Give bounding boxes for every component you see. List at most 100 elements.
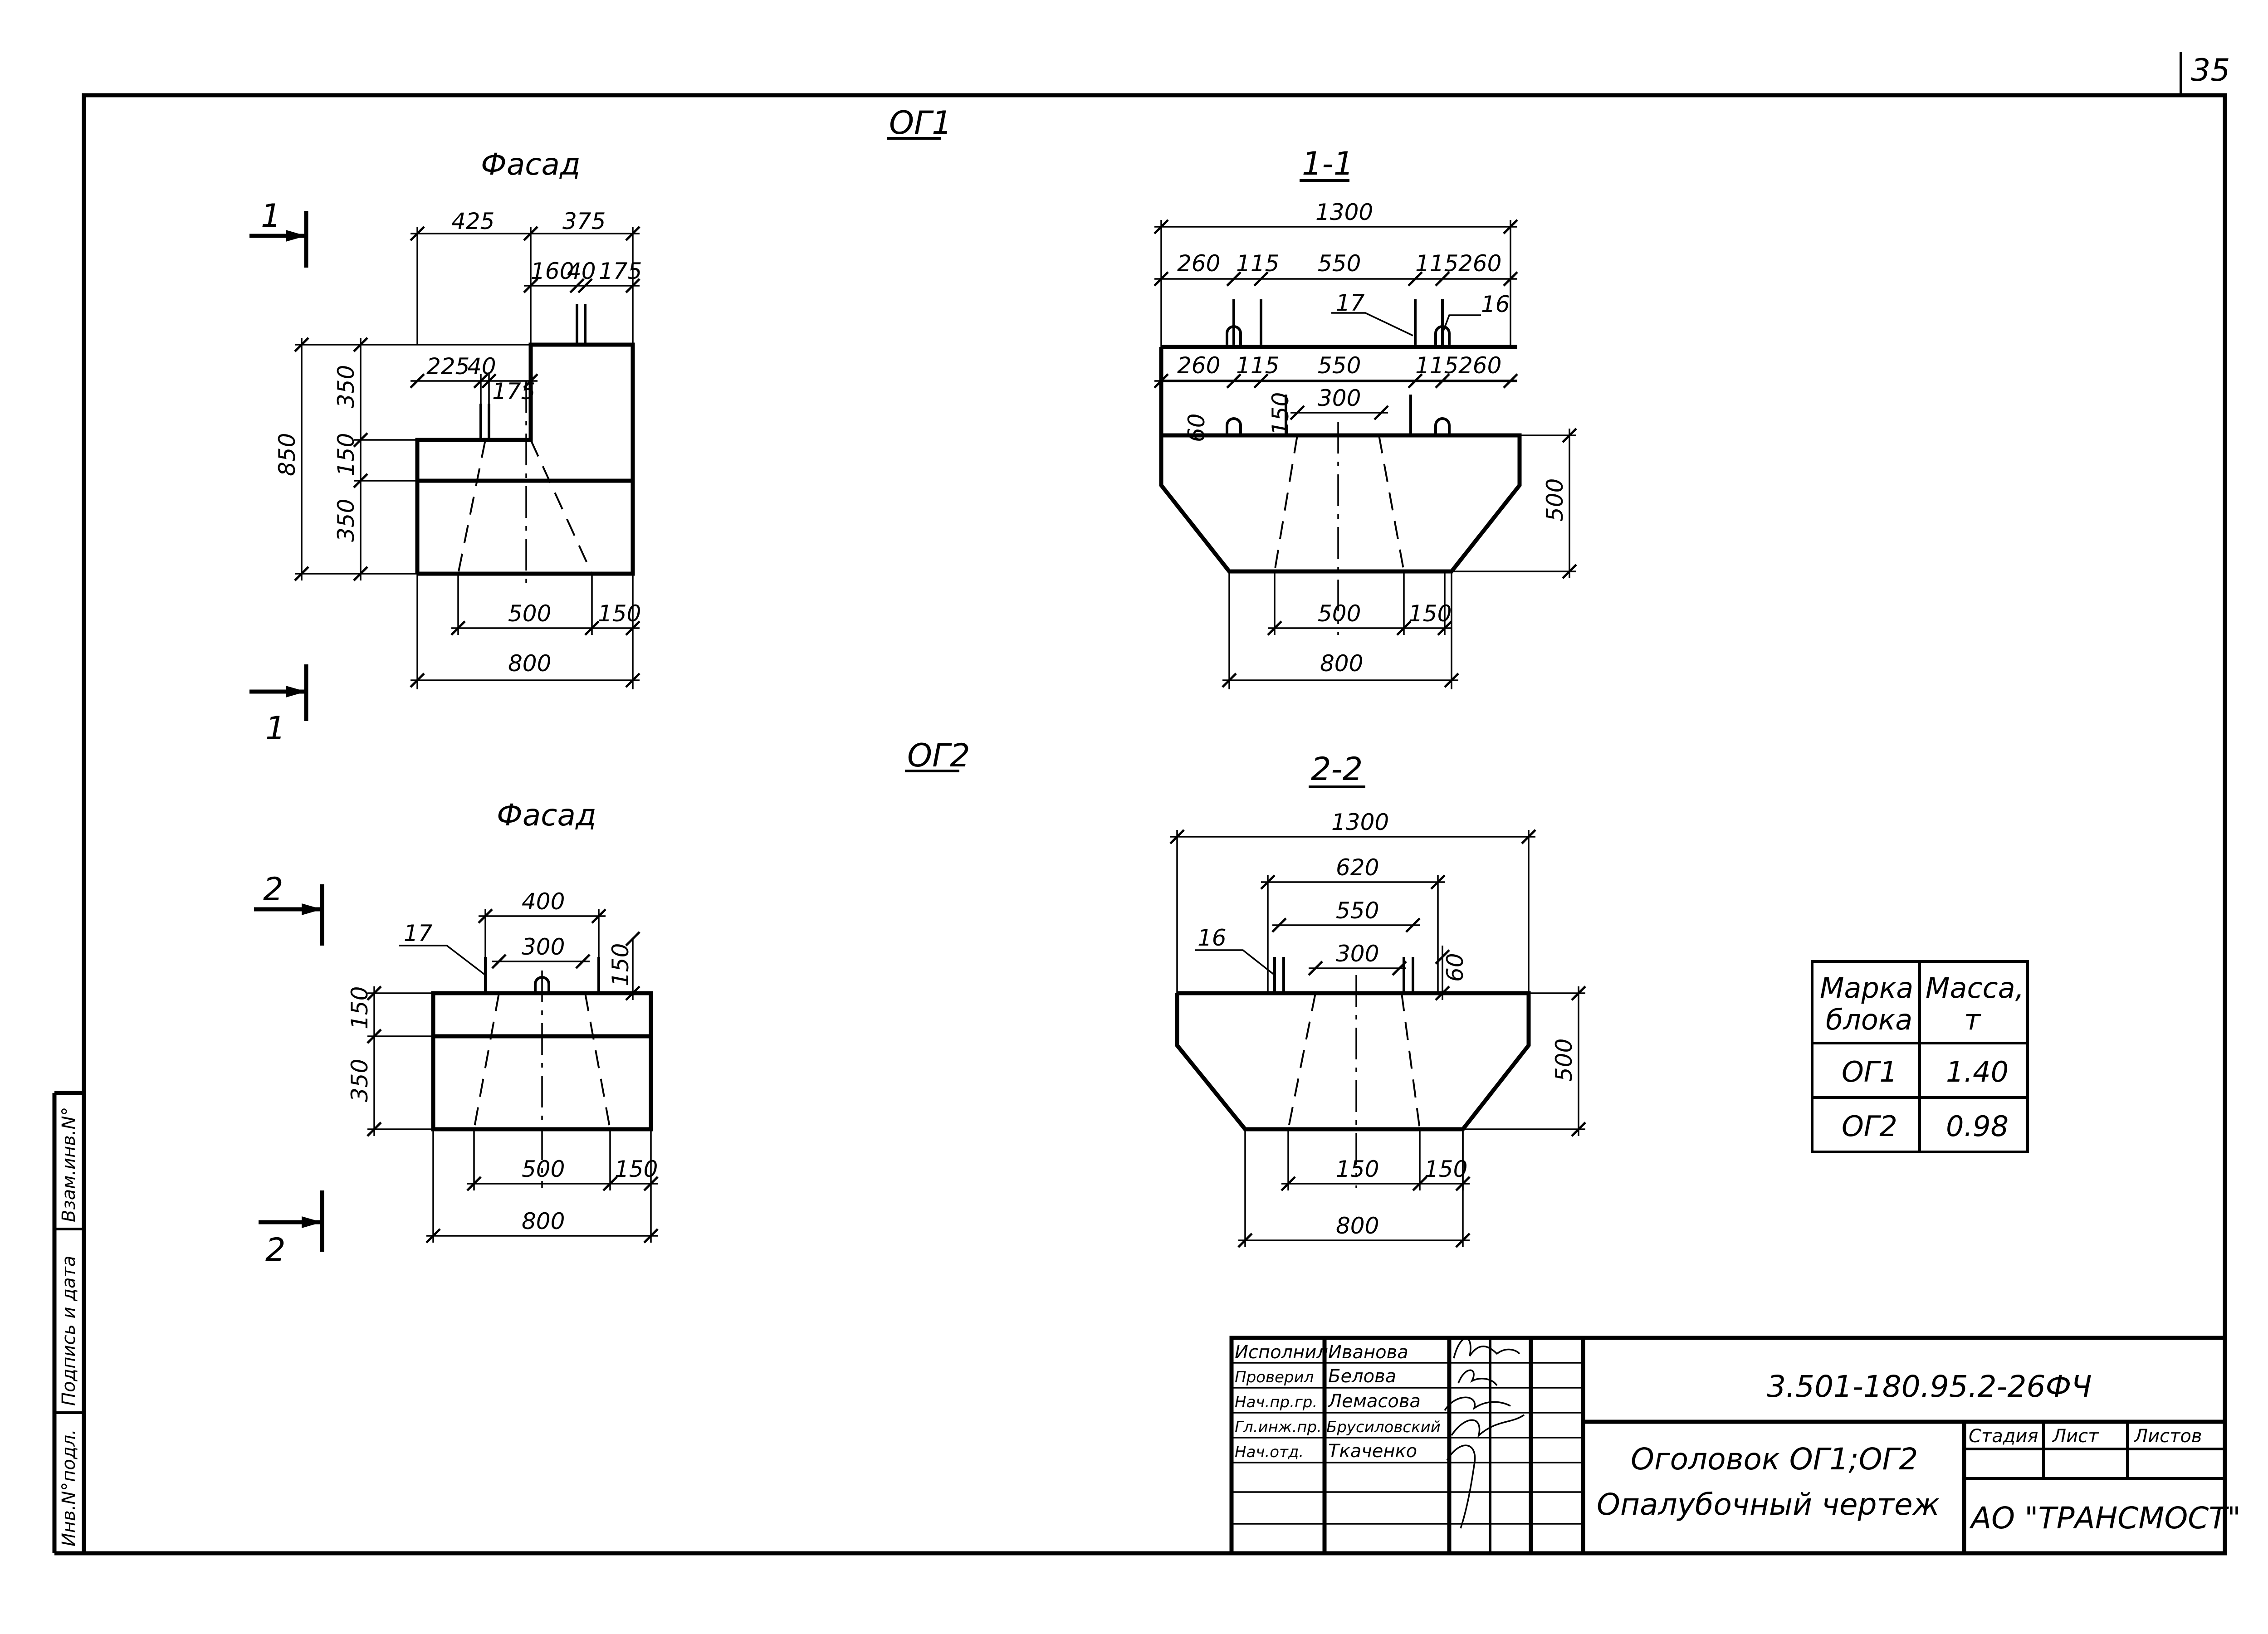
section-2-2-body bbox=[1175, 957, 1531, 1188]
og1-facade-dimensions: 425 375 160 40 175 225 40 175 850 bbox=[274, 208, 642, 689]
s11-row1-b: 115 bbox=[1236, 250, 1279, 277]
s11-leader-16: 16 bbox=[1481, 291, 1510, 317]
svg-text:1: 1 bbox=[265, 710, 286, 747]
mass-table-header-mass-2: т bbox=[1964, 1003, 1981, 1036]
og1-dim-425: 425 bbox=[451, 208, 494, 234]
og1-dim-175: 175 bbox=[599, 258, 642, 284]
og2-facade-block bbox=[431, 957, 653, 1188]
og1-dim-40b: 40 bbox=[467, 353, 496, 380]
section-2-2-title: 2-2 bbox=[1311, 751, 1363, 788]
mass-table: Марка блока Масса, т ОГ1 1.40 ОГ2 0.98 bbox=[1811, 960, 2029, 1153]
section-1-1-body bbox=[1159, 299, 1522, 635]
s11-row1-a: 260 bbox=[1177, 250, 1220, 277]
svg-text:2: 2 bbox=[265, 1231, 286, 1268]
side-stamp-sign: Подпись и дата bbox=[59, 1256, 79, 1406]
s11-row2-e: 260 bbox=[1458, 352, 1501, 379]
og1-dim-350b: 350 bbox=[333, 499, 359, 542]
og1-facade-block bbox=[415, 304, 635, 590]
side-stamp-vzam: Взам.инв.N° bbox=[59, 1107, 79, 1222]
s11-dim-800: 800 bbox=[1320, 650, 1363, 677]
s22-dim-60: 60 bbox=[1442, 953, 1468, 982]
s22-dim-800: 800 bbox=[1336, 1213, 1379, 1239]
signatures bbox=[1444, 1337, 1525, 1529]
mass-table-header-mark-2: блока bbox=[1826, 1003, 1912, 1036]
s22-dim-550: 550 bbox=[1336, 897, 1379, 924]
tb-doc-code: 3.501-180.95.2-26ФЧ bbox=[1767, 1369, 2092, 1404]
s22-dim-300: 300 bbox=[1336, 941, 1379, 967]
section-2-2-dimensions: 1300 620 550 300 60 16 500 150 15 bbox=[1169, 809, 1586, 1248]
og2-facade-title: Фасад bbox=[497, 798, 596, 833]
tb-role-5: Нач.отд. bbox=[1235, 1443, 1304, 1461]
tb-name-5: Ткаченко bbox=[1328, 1441, 1417, 1462]
s11-row1-e: 260 bbox=[1458, 250, 1501, 277]
og1-section-mark-top: 1 bbox=[249, 197, 308, 268]
tb-sheet-header: Лист bbox=[2052, 1426, 2099, 1447]
title-block bbox=[1229, 1336, 2227, 1556]
og2-dim-400: 400 bbox=[522, 888, 565, 915]
tb-role-1: Исполнил bbox=[1235, 1342, 1328, 1363]
s11-row2-d: 115 bbox=[1415, 352, 1458, 379]
mass-table-row1-mass: 1.40 bbox=[1946, 1055, 2009, 1088]
sheet-frame bbox=[52, 52, 2227, 1556]
mass-table-row1-mark: ОГ1 bbox=[1842, 1055, 1897, 1088]
s11-row2-a: 260 bbox=[1177, 352, 1220, 379]
tb-role-2: Проверил bbox=[1235, 1368, 1314, 1386]
tb-object-name: Оголовок ОГ1;ОГ2 bbox=[1631, 1442, 1918, 1477]
tb-role-4: Гл.инж.пр. bbox=[1235, 1418, 1322, 1436]
og2-dim-150-top: 150 bbox=[607, 943, 634, 986]
og1-dim-500: 500 bbox=[508, 600, 551, 627]
sheet-number: 35 bbox=[2191, 53, 2230, 88]
s11-row1-c: 550 bbox=[1318, 250, 1361, 277]
og1-facade-title: Фасад bbox=[481, 147, 581, 182]
tb-name-1: Иванова bbox=[1328, 1342, 1408, 1363]
s22-leader-16: 16 bbox=[1198, 925, 1227, 951]
s11-dim-300: 300 bbox=[1318, 385, 1361, 411]
svg-text:2: 2 bbox=[263, 871, 284, 908]
side-stamp-inv: Инв.N°подл. bbox=[59, 1429, 79, 1546]
og2-leader-17: 17 bbox=[404, 920, 433, 946]
s11-row1-d: 115 bbox=[1415, 250, 1458, 277]
mass-table-header-mark-1: Марка bbox=[1820, 971, 1913, 1005]
og1-section-mark-bottom: 1 bbox=[249, 664, 308, 747]
og1-dim-850: 850 bbox=[274, 433, 300, 476]
og1-label: ОГ1 bbox=[889, 104, 952, 141]
s22-dim-620: 620 bbox=[1336, 854, 1379, 881]
s11-dim-500-b: 500 bbox=[1318, 600, 1361, 627]
og2-section-mark-bottom: 2 bbox=[259, 1190, 324, 1268]
tb-role-3: Нач.пр.гр. bbox=[1235, 1393, 1317, 1411]
tb-name-4: Брусиловский bbox=[1326, 1418, 1441, 1436]
s22-dim-500-h: 500 bbox=[1551, 1039, 1577, 1082]
s11-dim-150-b: 150 bbox=[1408, 600, 1452, 627]
tb-sheets-header: Листов bbox=[2133, 1426, 2202, 1447]
s22-dim-150-a: 150 bbox=[1336, 1156, 1379, 1182]
section-1-1-dimensions: 1300 260 115 550 115 260 17 16 260 115 5… bbox=[1154, 199, 1577, 689]
s11-dim-1300: 1300 bbox=[1315, 199, 1373, 225]
og2-section-mark-top: 2 bbox=[254, 871, 324, 946]
s11-dim-150: 150 bbox=[1267, 392, 1294, 435]
og1-dim-800: 800 bbox=[508, 650, 551, 677]
tb-name-2: Белова bbox=[1328, 1366, 1396, 1387]
s22-dim-1300: 1300 bbox=[1331, 809, 1389, 835]
og1-dim-150: 150 bbox=[333, 433, 359, 476]
s11-dim-500-h: 500 bbox=[1542, 478, 1568, 522]
svg-text:1: 1 bbox=[261, 197, 281, 234]
s11-row2-b: 115 bbox=[1236, 352, 1279, 379]
og1-dim-175b: 175 bbox=[492, 378, 535, 405]
og2-label: ОГ2 bbox=[907, 737, 970, 774]
tb-drawing-type: Опалубочный чертеж bbox=[1597, 1487, 1940, 1522]
og1-dim-350a: 350 bbox=[333, 365, 359, 408]
og2-facade-dimensions: 400 300 150 17 150 350 500 150 800 bbox=[347, 888, 659, 1244]
og2-dim-150-b: 150 bbox=[615, 1156, 658, 1182]
mass-table-header-mass-1: Масса, bbox=[1926, 971, 2024, 1005]
tb-name-3: Лемасова bbox=[1327, 1391, 1421, 1412]
og1-dim-150b: 150 bbox=[598, 600, 641, 627]
s11-leader-17: 17 bbox=[1336, 290, 1365, 316]
tb-stage-header: Стадия bbox=[1969, 1426, 2038, 1447]
og1-dim-40: 40 bbox=[567, 258, 596, 284]
section-1-1-title: 1-1 bbox=[1302, 145, 1354, 182]
og1-dim-225: 225 bbox=[426, 353, 469, 380]
s11-row2-c: 550 bbox=[1318, 352, 1361, 379]
tb-organization: АО "ТРАНСМОСТ" bbox=[1969, 1501, 2241, 1536]
mass-table-row2-mass: 0.98 bbox=[1946, 1110, 2009, 1143]
